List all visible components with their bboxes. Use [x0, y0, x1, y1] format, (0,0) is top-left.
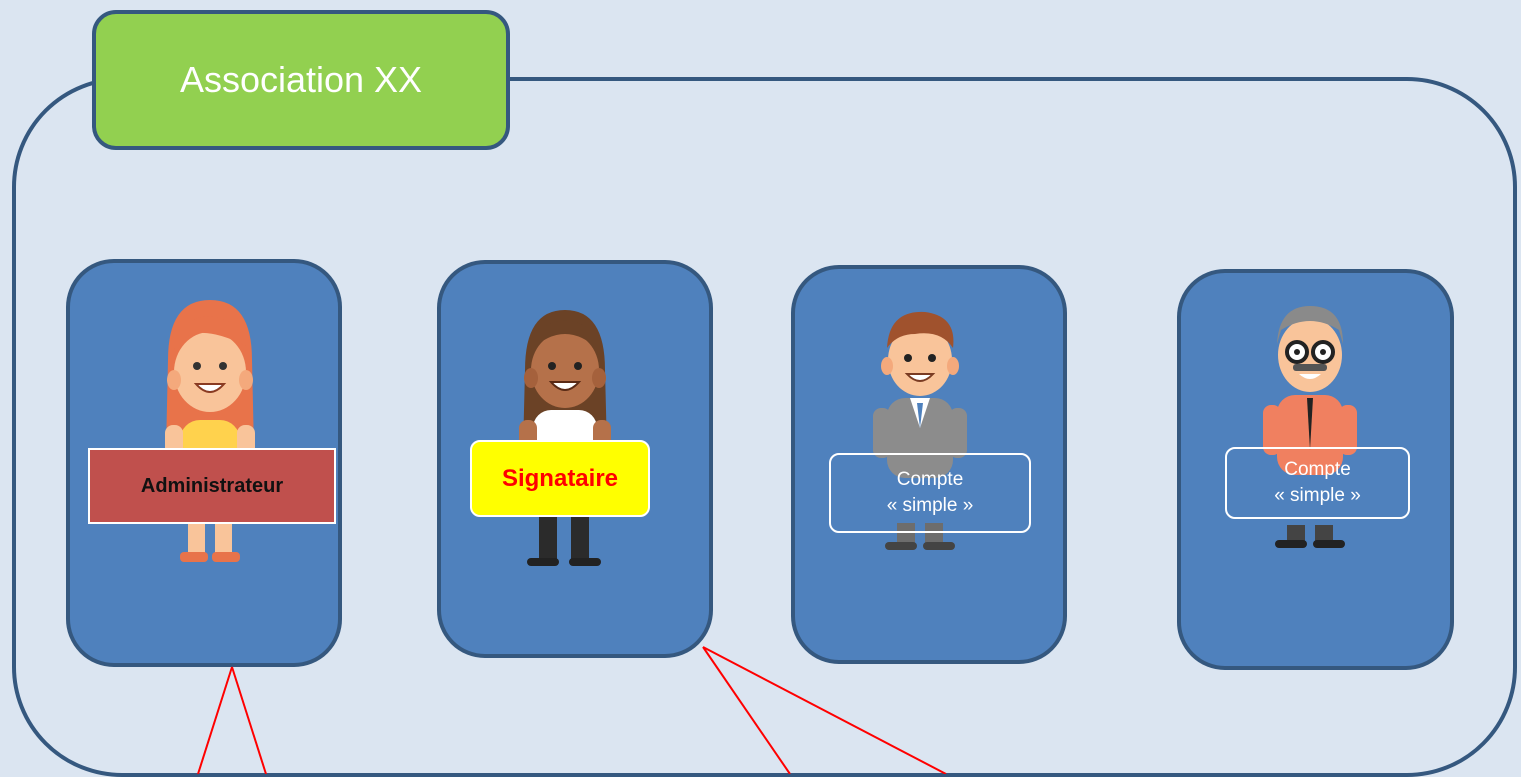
man-glasses-avatar [1263, 306, 1357, 548]
role-label-line2: « simple » [1274, 485, 1361, 506]
man-suit-avatar [873, 311, 967, 550]
woman-darkhair-avatar [519, 310, 611, 566]
role-label-line1: Compte [1284, 459, 1351, 480]
role-label-line1: Compte [896, 469, 964, 490]
admin-connector-right [231, 666, 267, 774]
role-label-simple-2: Compte « simple » [1225, 447, 1410, 519]
role-label-line2: « simple » [886, 495, 974, 516]
role-label-simple-1: Compte « simple » [829, 453, 1031, 533]
role-label-admin: Administrateur [88, 448, 336, 524]
association-title: Association XX [92, 10, 510, 150]
admin-connector-left [197, 666, 233, 774]
role-label-signatory: Signataire [470, 440, 650, 517]
signatory-connector-right [702, 646, 947, 774]
signatory-connector-left [702, 646, 791, 774]
